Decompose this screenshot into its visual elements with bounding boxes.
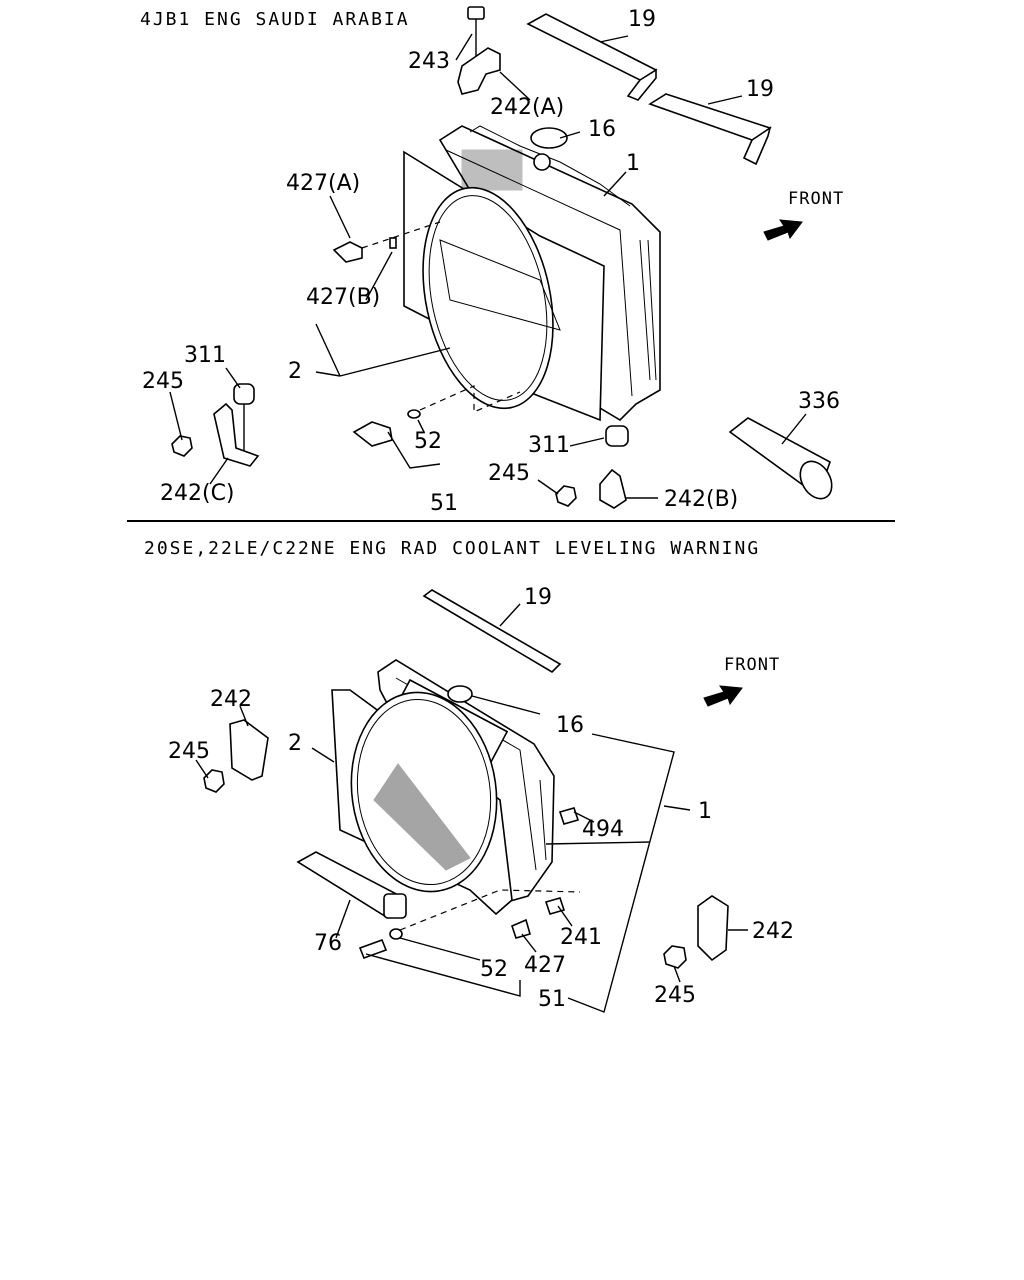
front-arrow-icon — [763, 219, 803, 241]
callout-245-left: 245 — [142, 369, 184, 394]
callout-243: 243 — [408, 49, 450, 74]
callout-1: 1 — [626, 151, 640, 176]
seal-strip-19-bottom-part — [422, 589, 562, 674]
callout-2-bottom: 2 — [288, 731, 302, 756]
callout-311-left: 311 — [184, 343, 226, 368]
callout-76: 76 — [314, 931, 342, 956]
callout-2: 2 — [288, 359, 302, 384]
o-ring-52-part — [407, 409, 421, 419]
bolt-243-part — [467, 6, 485, 72]
bracket-242-left-bottom-part — [229, 719, 269, 781]
front-arrow-icon — [703, 685, 743, 707]
callout-16: 16 — [588, 117, 616, 142]
bottom-callouts: 19 16 242 245 2 1 494 76 241 242 52 427 … — [168, 585, 794, 1012]
clip-427-bottom-part — [511, 918, 531, 939]
drain-guide-line-bottom — [399, 889, 581, 931]
bracket-242c-left-part — [213, 402, 260, 467]
bolt-494-part — [558, 807, 580, 825]
seal-strip-19-a-part — [526, 13, 658, 101]
front-label-top: FRONT — [788, 189, 844, 209]
top-leader-lines — [169, 33, 807, 499]
callout-242a: 242(A) — [490, 95, 564, 120]
callout-245-right: 245 — [488, 461, 530, 486]
bracket-242a-part — [457, 47, 501, 95]
top-exploded-view: 243 19 19 242(A) 16 1 427(A) 427(B) 2 31… — [142, 6, 844, 516]
callout-19-a: 19 — [628, 7, 656, 32]
callout-242-left-bottom: 242 — [210, 687, 252, 712]
callout-427a: 427(A) — [286, 171, 360, 196]
section-heading-top: 4JB1 ENG SAUDI ARABIA — [140, 9, 410, 30]
nut-245-right-bottom-part — [663, 945, 687, 969]
callout-19-b: 19 — [746, 77, 774, 102]
callout-51-bottom: 51 — [538, 987, 566, 1012]
radiator-cap-16-part — [530, 127, 568, 149]
radiator-cap-16-bottom-part — [447, 685, 473, 703]
nut-245-left-part — [171, 435, 193, 457]
callout-311-right: 311 — [528, 433, 570, 458]
hose-336-part — [728, 417, 833, 500]
bottom-exploded-view: 19 16 242 245 2 1 494 76 241 242 52 427 … — [168, 585, 794, 1013]
callout-19-bottom: 19 — [524, 585, 552, 610]
section-heading-bottom: 20SE,22LE/C22NE ENG RAD COOLANT LEVELING… — [144, 538, 761, 559]
section-divider — [127, 520, 895, 522]
top-callouts: 243 19 19 242(A) 16 1 427(A) 427(B) 2 31… — [142, 7, 844, 516]
callout-242b: 242(B) — [664, 487, 738, 512]
callout-52-bottom: 52 — [480, 957, 508, 982]
callout-1-bottom: 1 — [698, 799, 712, 824]
fan-shroud-2-bottom-part — [331, 689, 513, 916]
seal-strip-19-b-part — [648, 93, 772, 166]
callout-242-right-bottom: 242 — [752, 919, 794, 944]
callout-245-right-bottom: 245 — [654, 983, 696, 1008]
clip-427a-part — [332, 221, 441, 263]
callout-16-bottom: 16 — [556, 713, 584, 738]
hose-76-part — [296, 851, 407, 920]
fan-shroud-2-part — [403, 150, 605, 422]
bracket-242-right-bottom-part — [697, 895, 729, 962]
o-ring-52-bottom-part — [389, 928, 403, 940]
callout-427b: 427(B) — [306, 285, 380, 310]
callout-51: 51 — [430, 491, 458, 516]
callout-52: 52 — [414, 429, 442, 454]
bottom-leader-lines — [195, 603, 748, 1013]
nut-245-left-bottom-part — [203, 769, 225, 793]
callout-245-left-bottom: 245 — [168, 739, 210, 764]
front-label-bottom: FRONT — [724, 655, 780, 675]
callout-494: 494 — [582, 817, 624, 842]
callout-427-bottom: 427 — [524, 953, 566, 978]
clip-427b-part — [389, 237, 397, 249]
callout-241: 241 — [560, 925, 602, 950]
callout-336: 336 — [798, 389, 840, 414]
mount-311-right-part — [605, 425, 629, 447]
mount-311-left-part — [233, 383, 255, 452]
nut-245-right-part — [555, 485, 577, 507]
bolt-241-part — [544, 897, 566, 915]
drain-cock-51-part — [352, 421, 393, 447]
callout-242c: 242(C) — [160, 481, 235, 506]
drain-guide-line — [419, 385, 521, 413]
bracket-242b-right-part — [599, 468, 627, 509]
